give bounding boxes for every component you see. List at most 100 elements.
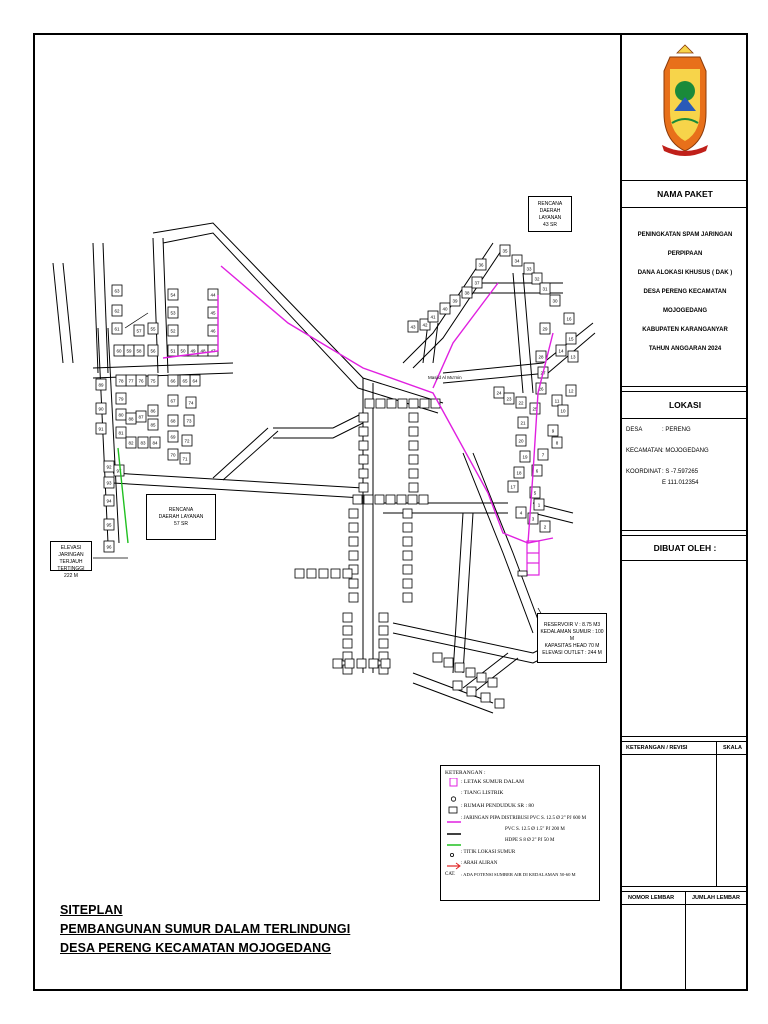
house-73 — [183, 414, 195, 427]
legend-cat-label: CAT. — [445, 872, 456, 877]
house-label-90: 90 — [98, 407, 104, 412]
plot-square — [332, 658, 343, 669]
plot-square — [348, 550, 359, 561]
house-label-42: 42 — [422, 323, 428, 328]
house-28 — [535, 350, 547, 363]
house-label-76: 76 — [138, 379, 144, 384]
house-label-95: 95 — [106, 523, 112, 528]
legend-box: KETERANGAN : : LETAK SUMUR DALAM : TIANG… — [440, 765, 600, 901]
house-38 — [461, 286, 473, 299]
house-label-49: 49 — [190, 349, 196, 354]
house-52 — [167, 324, 179, 337]
plot-square — [408, 398, 419, 409]
house-label-29: 29 — [542, 327, 548, 332]
house-95 — [103, 518, 115, 531]
house-label-37: 37 — [474, 281, 480, 286]
house-88 — [125, 412, 137, 425]
revisi-section: KETERANGAN / REVISI SKALA — [622, 737, 748, 887]
plot-square — [386, 398, 397, 409]
plot-square — [408, 412, 419, 423]
house-label-60: 60 — [116, 349, 122, 354]
house-10 — [557, 404, 569, 417]
house-label-57: 57 — [136, 329, 142, 334]
house-label-68: 68 — [170, 419, 176, 424]
house-label-80: 80 — [118, 413, 124, 418]
house-label-74: 74 — [188, 401, 194, 406]
house-label-28: 28 — [538, 355, 544, 360]
house-label-13: 13 — [570, 355, 576, 360]
keterangan-revisi-header: KETERANGAN / REVISI — [626, 745, 688, 751]
house-label-89: 89 — [98, 383, 104, 388]
drawing-frame — [33, 33, 748, 991]
skala-header: SKALA — [723, 745, 742, 751]
house-label-15: 15 — [568, 337, 574, 342]
house-label-81: 81 — [118, 431, 124, 436]
plot-square — [348, 508, 359, 519]
road-network — [52, 222, 596, 714]
plot-square — [358, 454, 369, 465]
plot-square — [358, 412, 369, 423]
house-label-58: 58 — [136, 349, 142, 354]
plot-square — [363, 494, 374, 505]
house-label-11: 11 — [555, 399, 560, 404]
house-83 — [137, 436, 149, 449]
pipe-north-branch — [432, 282, 499, 389]
house-4 — [515, 506, 527, 519]
house-label-21: 21 — [520, 421, 526, 426]
house-label-50: 50 — [180, 349, 186, 354]
house-18 — [513, 466, 525, 479]
project-name: PENINGKATAN SPAM JARINGAN PERPIPAAN DANA… — [637, 232, 733, 352]
house-label-30: 30 — [552, 299, 558, 304]
plot-square — [402, 522, 413, 533]
house-label-56: 56 — [150, 349, 156, 354]
house-20 — [515, 434, 527, 447]
plot-square — [397, 398, 408, 409]
house-label-5: 5 — [534, 491, 537, 496]
plot-square — [402, 592, 413, 603]
house-label-14: 14 — [558, 349, 564, 354]
house-label-55: 55 — [150, 327, 156, 332]
house-78 — [115, 374, 127, 387]
house-36 — [475, 258, 487, 271]
plot-square — [348, 522, 359, 533]
house-label-85: 85 — [150, 423, 156, 428]
pipe-west-branch — [162, 295, 219, 359]
plot-square — [452, 680, 463, 691]
legend-item-sumur: : LETAK SUMUR DALAM — [461, 779, 524, 785]
house-24 — [493, 386, 505, 399]
house-label-40: 40 — [442, 307, 448, 312]
plot-square — [408, 454, 419, 465]
rencana-43-box: RENCANA DAERAH LAYANAN 43 SR — [528, 196, 572, 232]
legend-item-potensi: : ADA POTENSI SUMBER AIR DI KEDALAMAN 50… — [461, 872, 576, 877]
house-11 — [551, 394, 563, 407]
house-label-18: 18 — [516, 471, 522, 476]
house-label-97: 97 — [116, 469, 122, 474]
house-23 — [503, 392, 515, 405]
house-94 — [103, 494, 115, 507]
house-54 — [167, 288, 179, 301]
legend-item-pipa-1: : JARINGAN PIPA DISTRIBUSI PVC S. 12.5 Ø… — [461, 816, 587, 821]
drawing-title-line1: SITEPLAN — [60, 903, 123, 917]
plot-square — [408, 482, 419, 493]
plot-square — [375, 398, 386, 409]
plot-square — [402, 508, 413, 519]
house-62 — [111, 304, 123, 317]
well-point — [517, 570, 528, 577]
house-label-88: 88 — [128, 417, 134, 422]
title-block: NAMA PAKET PENINGKATAN SPAM JARINGAN PER… — [622, 33, 748, 991]
house-label-69: 69 — [170, 435, 176, 440]
house-label-35: 35 — [502, 249, 508, 254]
plot-square — [430, 398, 441, 409]
house-label-16: 16 — [566, 317, 572, 322]
logo-section — [622, 33, 748, 181]
plot-square — [306, 568, 317, 579]
house-25 — [529, 402, 541, 415]
house-29 — [539, 322, 551, 335]
house-label-39: 39 — [452, 299, 458, 304]
drawing-title-line2: PEMBANGUNAN SUMUR DALAM TERLINDUNGI — [60, 922, 351, 936]
plot-square — [443, 657, 454, 668]
nomor-lembar-header: NOMOR LEMBAR — [628, 895, 675, 901]
legend-symbols — [447, 778, 461, 870]
plot-square — [465, 667, 476, 678]
